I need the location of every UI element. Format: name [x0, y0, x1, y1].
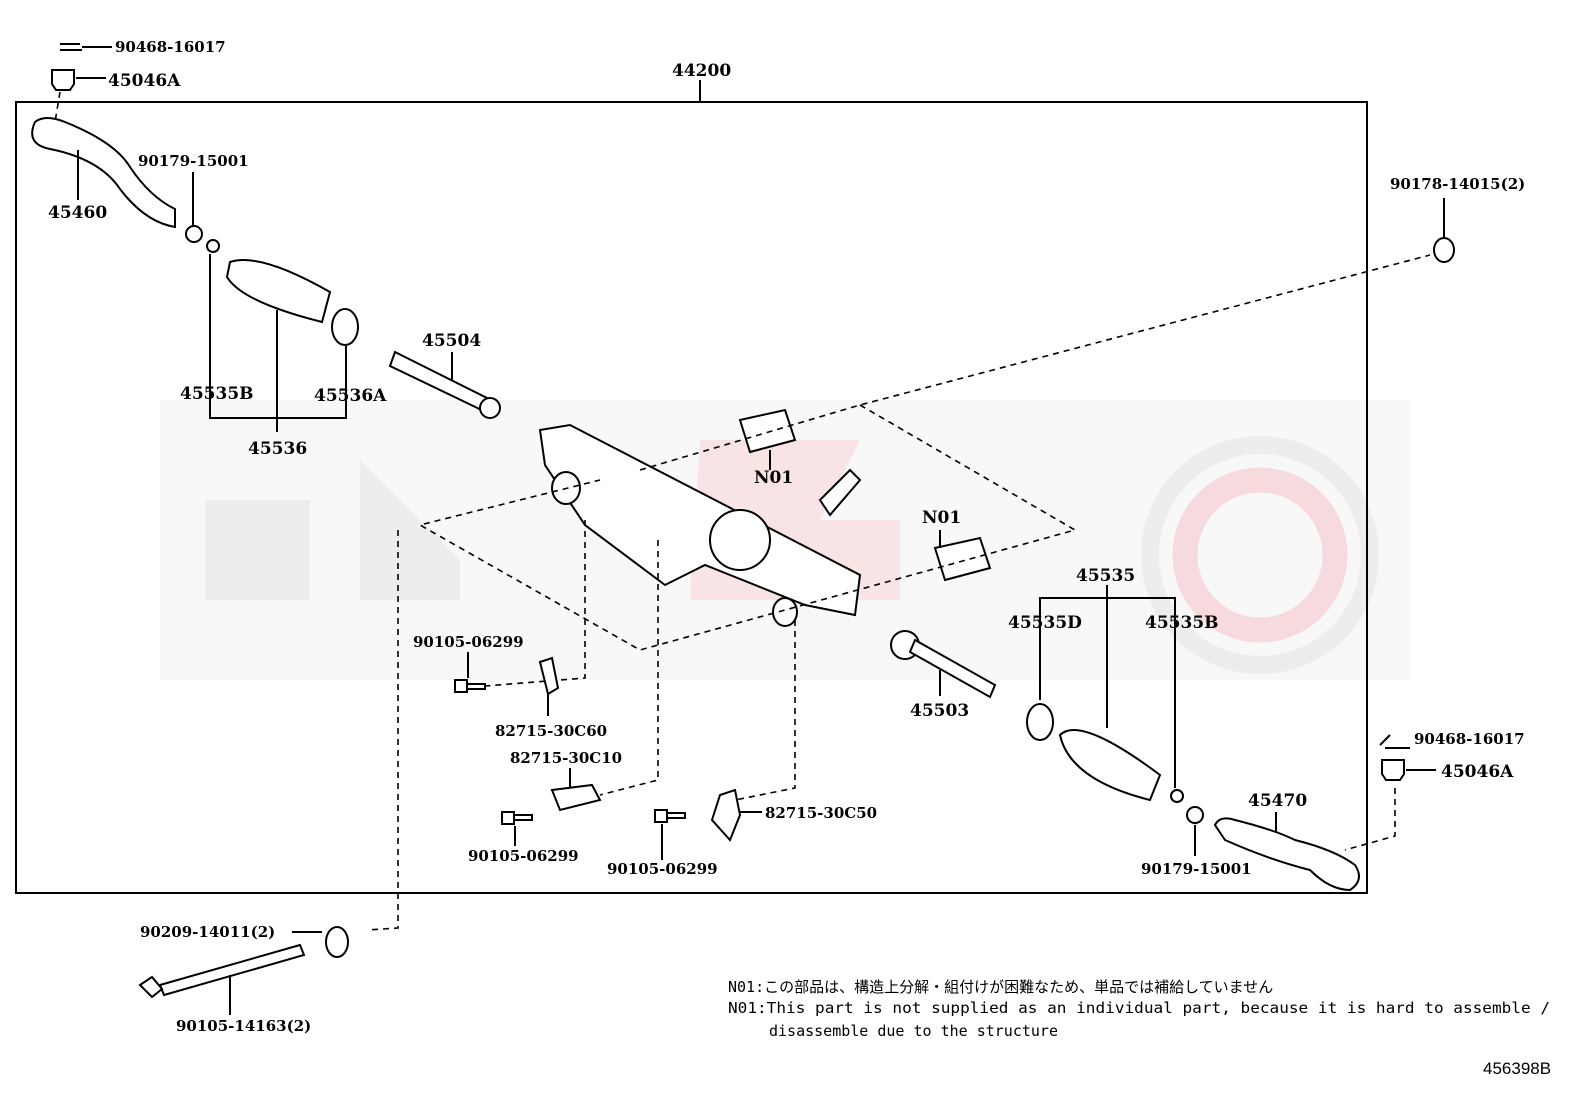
label-tie-rod-end-left: 45460: [48, 203, 107, 223]
label-boot-right-set: 45535: [1076, 566, 1135, 586]
washer-icon: [325, 926, 349, 958]
label-clamp-right-b: 45535B: [1145, 613, 1219, 633]
label-nut-right: 45046A: [1441, 762, 1514, 782]
boot-right: [1058, 729, 1162, 802]
label-bracket-c10: 82715-30C10: [510, 749, 622, 767]
boot-left: [225, 259, 332, 324]
label-nut-washer-left: 90179-15001: [138, 152, 249, 170]
bushing-n01-a: [738, 408, 797, 454]
label-nut-left: 45046A: [108, 71, 181, 91]
label-n01-b: N01: [922, 508, 961, 528]
label-bolt-1: 90105-06299: [413, 633, 524, 651]
label-rack-end-left: 45504: [422, 331, 481, 351]
label-bolt-3: 90105-06299: [607, 860, 718, 878]
label-bracket-c50: 82715-30C50: [765, 804, 877, 822]
label-washer: 90209-14011(2): [140, 923, 275, 941]
bolt-2: [501, 811, 533, 825]
bolt-1: [454, 679, 486, 693]
bracket-c50: [710, 788, 742, 842]
note-jp: N01:この部品は、構造上分解・組付けが困難なため、単品では補給していません: [728, 978, 1273, 996]
label-clamp-boot-left: 45536A: [314, 386, 387, 406]
label-clamp-left: 45535B: [180, 384, 254, 404]
cotter-pin-icon: [60, 43, 112, 51]
label-n01-a: N01: [754, 468, 793, 488]
tie-rod-end-left: [31, 117, 176, 229]
assembly-frame: [15, 101, 1368, 894]
long-bolt: [138, 943, 306, 999]
label-clip: 90178-14015(2): [1390, 175, 1525, 193]
label-cotter-pin-right: 90468-16017: [1414, 730, 1525, 748]
bracket-c10: [550, 783, 602, 812]
label-long-bolt: 90105-14163(2): [176, 1017, 311, 1035]
castle-nut-right-icon: [1381, 759, 1405, 781]
rack-end-right: [908, 638, 997, 699]
tie-rod-end-right: [1213, 817, 1360, 892]
castle-nut-icon: [51, 69, 75, 91]
nut-washer-icon: [185, 225, 203, 243]
bolt-3: [654, 809, 686, 823]
label-rack-end-right: 45503: [910, 701, 969, 721]
label-tie-rod-end-right: 45470: [1248, 791, 1307, 811]
label-nut-washer-right: 90179-15001: [1141, 860, 1252, 878]
note-en-line2: disassemble due to the structure: [769, 1022, 1058, 1040]
clip-icon: [1433, 237, 1455, 263]
note-en-line1: N01:This part is not supplied as an indi…: [728, 999, 1550, 1017]
label-clamp-right-d: 45535D: [1008, 613, 1082, 633]
figure-code: 456398B: [1483, 1059, 1551, 1078]
bushing-n01-b: [933, 536, 992, 582]
label-assembly: 44200: [672, 61, 731, 81]
label-cotter-pin-left: 90468-16017: [115, 38, 226, 56]
label-boot-left-set: 45536: [248, 439, 307, 459]
bracket-c60: [538, 656, 560, 696]
label-bracket-c60: 82715-30C60: [495, 722, 607, 740]
label-bolt-2: 90105-06299: [468, 847, 579, 865]
